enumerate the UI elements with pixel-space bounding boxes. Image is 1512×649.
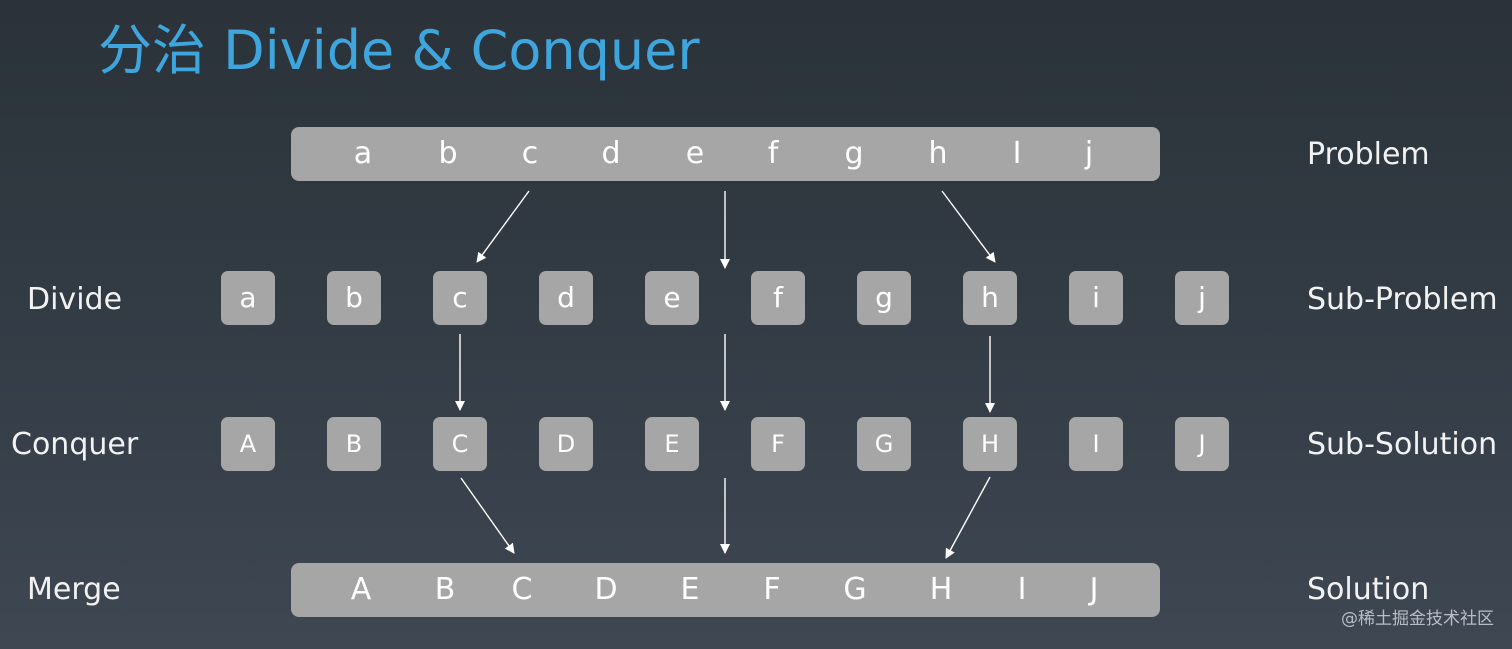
- solution-letter: G: [843, 572, 867, 607]
- solution-letter: D: [594, 572, 618, 607]
- sub-solution-box: B: [327, 417, 381, 471]
- solution-letter: J: [1089, 572, 1099, 607]
- problem-letter: b: [438, 136, 458, 171]
- arrow-h-divide: [941, 190, 996, 263]
- sub-solution-box: H: [963, 417, 1017, 471]
- sub-solution-box: C: [433, 417, 487, 471]
- watermark: @稀土掘金技术社区: [1341, 609, 1494, 629]
- solution-label: Solution: [1307, 572, 1430, 607]
- sub-problem-box: f: [751, 271, 805, 325]
- sub-problem-box: c: [433, 271, 487, 325]
- solution-letter: B: [434, 572, 456, 607]
- solution-letter: F: [763, 572, 781, 607]
- merge-label: Merge: [27, 572, 121, 607]
- arrow-c-divide: [476, 190, 530, 263]
- solution-bar: A B C D E F G H I J: [291, 563, 1160, 617]
- sub-problem-label: Sub-Problem: [1307, 282, 1498, 317]
- solution-letter: H: [929, 572, 953, 607]
- solution-letter: C: [511, 572, 533, 607]
- sub-solution-box: G: [857, 417, 911, 471]
- page-title: 分治 Divide & Conquer: [98, 19, 700, 82]
- problem-letter: h: [928, 136, 948, 171]
- sub-solution-box: A: [221, 417, 275, 471]
- sub-problem-box: i: [1069, 271, 1123, 325]
- arrow-h-merge: [945, 476, 991, 559]
- problem-label: Problem: [1307, 137, 1430, 172]
- sub-solution-box: D: [539, 417, 593, 471]
- sub-problem-box: e: [645, 271, 699, 325]
- solution-letter: E: [680, 572, 700, 607]
- problem-letter: I: [1012, 136, 1022, 171]
- sub-problem-box: j: [1175, 271, 1229, 325]
- conquer-label: Conquer: [11, 427, 139, 462]
- solution-letter: A: [350, 572, 372, 607]
- sub-problem-box: a: [221, 271, 275, 325]
- problem-letter: j: [1084, 136, 1094, 171]
- solution-letter: I: [1017, 572, 1027, 607]
- problem-letter: d: [601, 136, 621, 171]
- sub-solution-label: Sub-Solution: [1307, 427, 1498, 462]
- sub-problem-box: b: [327, 271, 381, 325]
- divide-label: Divide: [27, 282, 123, 317]
- sub-solution-box: F: [751, 417, 805, 471]
- sub-problem-box: g: [857, 271, 911, 325]
- problem-letter: e: [685, 136, 705, 171]
- sub-problem-box: h: [963, 271, 1017, 325]
- sub-problem-box: d: [539, 271, 593, 325]
- problem-bar: a b c d e f g h I j: [291, 127, 1160, 181]
- sub-solution-box: E: [645, 417, 699, 471]
- sub-solution-box: I: [1069, 417, 1123, 471]
- problem-letter: f: [767, 136, 779, 171]
- sub-solution-box: J: [1175, 417, 1229, 471]
- problem-letter: a: [353, 136, 373, 171]
- problem-letter: c: [521, 136, 539, 171]
- arrow-c-merge: [460, 477, 515, 554]
- problem-letter: g: [844, 136, 864, 171]
